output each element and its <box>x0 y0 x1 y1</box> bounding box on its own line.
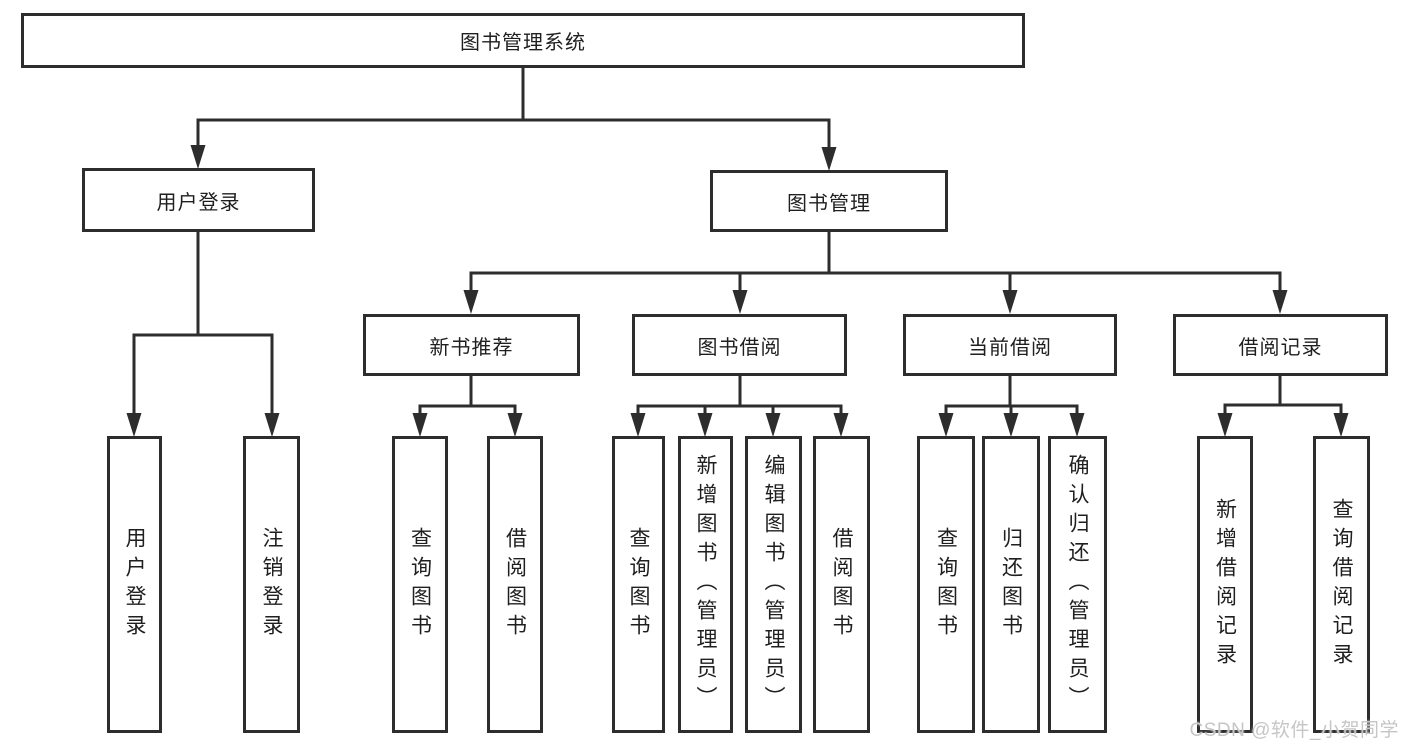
node-new-book-recommend: 新书推荐 <box>363 314 580 376</box>
node-book-management: 图书管理 <box>710 170 948 232</box>
leaf-confirm-return-admin: 确认归还（管理员） <box>1048 436 1107 733</box>
leaf-user-login-label: 用户登录 <box>123 526 146 643</box>
leaf-query-books-2-label: 查询图书 <box>627 526 650 643</box>
leaf-logout-label: 注销登录 <box>260 526 283 643</box>
node-book-management-label: 图书管理 <box>787 192 871 215</box>
leaf-add-book-admin: 新增图书（管理员） <box>678 436 733 733</box>
csdn-watermark: CSDN @软件_小贺同学 <box>1189 720 1399 741</box>
leaf-query-books-3-label: 查询图书 <box>934 526 958 643</box>
leaf-confirm-return-admin-label: 确认归还（管理员） <box>1066 454 1089 715</box>
node-borrow-records-label: 借阅记录 <box>1238 336 1323 359</box>
leaf-return-books: 归还图书 <box>982 436 1040 733</box>
node-book-borrow-label: 图书借阅 <box>697 336 782 359</box>
node-current-borrow-label: 当前借阅 <box>968 336 1052 359</box>
leaf-query-books-1: 查询图书 <box>392 436 448 733</box>
leaf-add-borrow-record-label: 新增借阅记录 <box>1213 497 1237 672</box>
leaf-query-borrow-record-label: 查询借阅记录 <box>1330 497 1353 672</box>
node-root-library-system: 图书管理系统 <box>21 13 1025 68</box>
leaf-add-book-admin-label: 新增图书（管理员） <box>694 454 717 715</box>
leaf-query-books-2: 查询图书 <box>612 436 665 733</box>
node-new-book-recommend-label: 新书推荐 <box>429 336 514 359</box>
leaf-add-borrow-record: 新增借阅记录 <box>1197 436 1253 733</box>
leaf-edit-book-admin-label: 编辑图书（管理员） <box>762 454 785 715</box>
node-book-borrow: 图书借阅 <box>632 314 847 376</box>
leaf-borrow-books-1: 借阅图书 <box>487 436 543 733</box>
node-current-borrow: 当前借阅 <box>903 314 1117 376</box>
leaf-borrow-books-2-label: 借阅图书 <box>830 526 853 643</box>
leaf-query-books-3: 查询图书 <box>917 436 975 733</box>
leaf-edit-book-admin: 编辑图书（管理员） <box>745 436 802 733</box>
leaf-return-books-label: 归还图书 <box>999 526 1023 643</box>
node-root-label: 图书管理系统 <box>460 32 586 54</box>
leaf-borrow-books-1-label: 借阅图书 <box>503 526 527 643</box>
node-user-login-label: 用户登录 <box>156 191 241 214</box>
node-user-login: 用户登录 <box>82 168 315 232</box>
leaf-borrow-books-2: 借阅图书 <box>813 436 870 733</box>
leaf-query-borrow-record: 查询借阅记录 <box>1313 436 1370 733</box>
leaf-user-login: 用户登录 <box>107 436 162 733</box>
leaf-logout: 注销登录 <box>243 436 300 733</box>
node-borrow-records: 借阅记录 <box>1173 314 1388 376</box>
leaf-query-books-1-label: 查询图书 <box>408 526 432 643</box>
